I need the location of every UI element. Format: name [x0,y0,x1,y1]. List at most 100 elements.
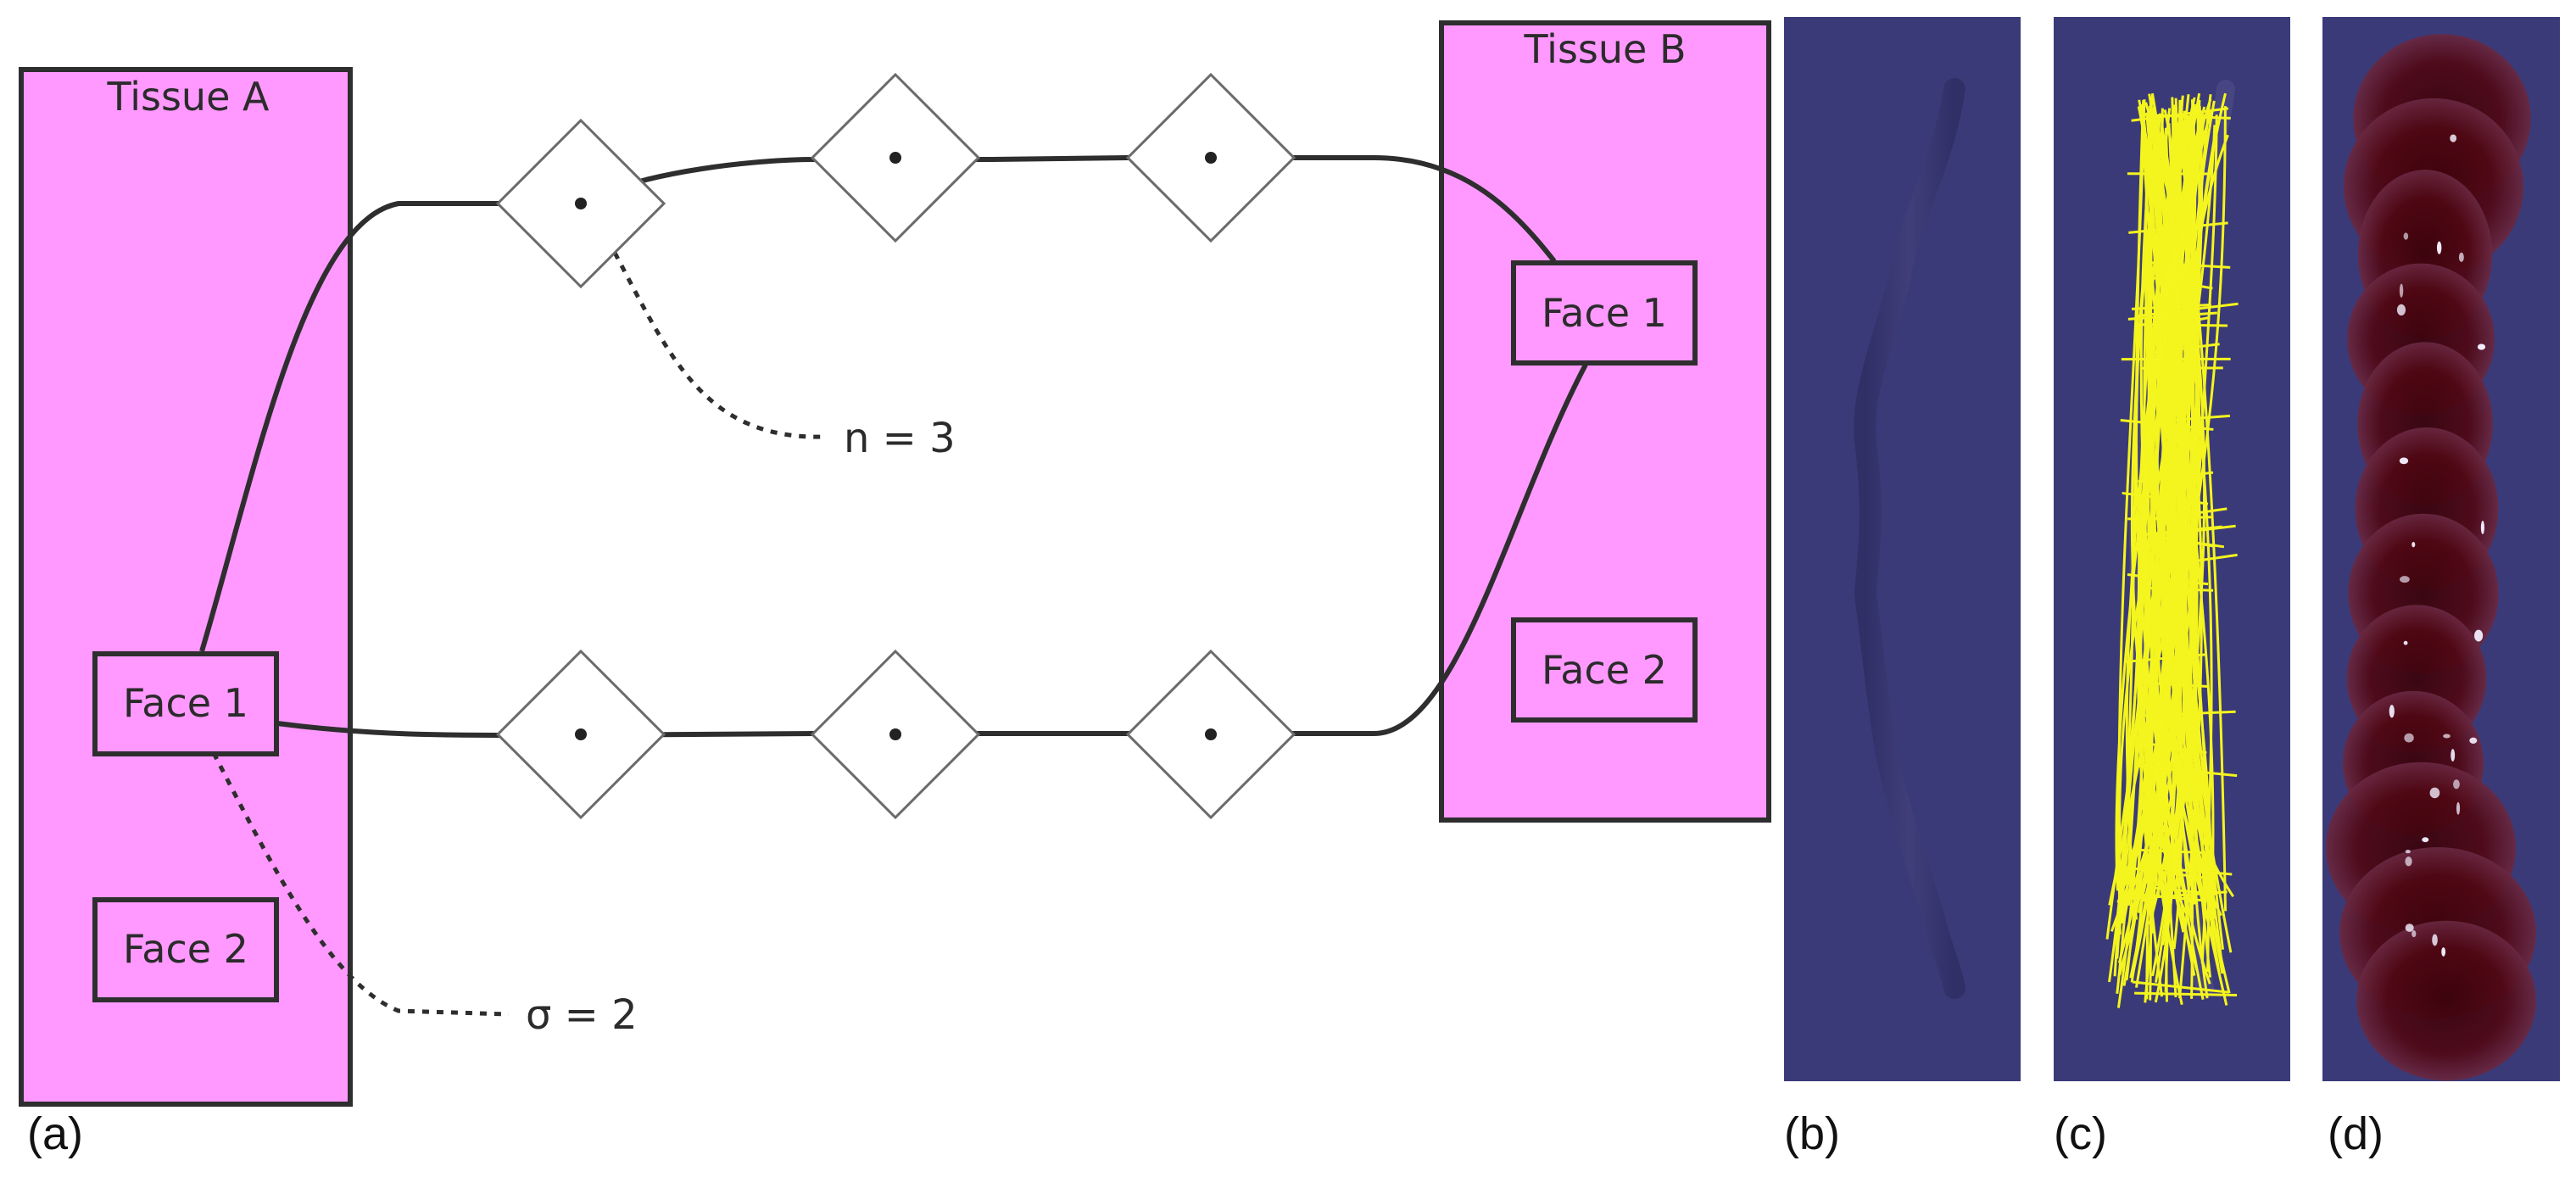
fiber-crossline [2144,710,2236,717]
tissue-b-face-1-box [1511,260,1698,366]
fiber-crossline [2145,260,2231,269]
highlight-specks [2389,134,2486,957]
tissue-a-face-1-label: Face 1 [123,680,248,726]
node-diamond [495,649,666,820]
fiber-crossline [2140,893,2210,903]
panel-b-tube [1854,78,1965,999]
node-diamond [810,72,981,243]
fiber-crossline [2144,316,2209,332]
highlight-speck [2405,924,2414,932]
caption-a: (a) [27,1108,83,1159]
highlight-speck [2412,542,2416,548]
fiber-crossline [2128,221,2228,234]
fiber-crossline [2120,419,2214,431]
highlight-speck [2405,857,2412,867]
highlight-speck [2399,457,2409,465]
fiber-line [2130,113,2199,971]
highlight-speck [2400,576,2410,583]
fiber-line [2117,94,2212,924]
tissue-b-face-2-box [1511,617,1698,723]
highlight-speck [2399,283,2404,298]
fiber-crossline [2149,414,2230,424]
highlight-speck [2443,734,2451,739]
fiber-crossline [2136,764,2238,778]
caption-b: (b) [1784,1108,1840,1159]
tissue-a-face-2-box [92,897,279,1002]
highlight-speck [2441,947,2446,957]
highlight-speck [2396,304,2406,316]
highlight-speck [2458,252,2464,262]
lower-fiber-path [276,363,1588,738]
fiber-crossline [2139,848,2206,855]
render-panel-d [2322,17,2560,1081]
n-annotation: n = 3 [844,415,956,462]
tissue-a-face-2-label: Face 2 [123,926,248,972]
highlight-speck [2436,241,2442,254]
caption-c: (c) [2054,1108,2107,1159]
render-panel-c [2054,17,2290,1081]
fiber-line [2148,105,2197,900]
fiber-line [2127,98,2180,907]
fiber-crossline [2121,865,2206,879]
highlight-speck [2404,733,2414,743]
n-leader-line [612,251,828,439]
fiber-crossline [2152,343,2220,354]
node-diamond [810,649,981,820]
fiber-crossline [2148,587,2214,592]
fiber-crossline [2124,653,2206,663]
tissue-b-face-2-label: Face 2 [1542,647,1667,693]
fiber-crossline [2122,491,2209,505]
fiber-line [2145,104,2178,934]
tissue-b-title: Tissue B [1523,26,1686,72]
highlight-speck [2474,629,2484,642]
fiber-crossline [2137,302,2239,318]
highlight-speck [2389,705,2395,718]
caption-d: (d) [2328,1108,2384,1159]
fiber-crossline [2131,303,2211,310]
fiber-crossline [2149,553,2238,569]
fiber-crossline [2150,507,2228,522]
sigma-leader-line [211,751,510,1017]
fiber-crossline [2142,525,2222,536]
fiber-line [2175,122,2228,912]
highlight-speck [2456,801,2461,815]
fiber-crossline [2139,113,2231,120]
volume-blob [2326,34,2536,1081]
fiber-crossline [2131,107,2229,122]
panel-b-background [1784,17,2021,1081]
sigma-annotation: σ = 2 [526,991,638,1039]
highlight-speck [2403,232,2409,240]
tissue-a-face-1-box [92,651,279,756]
upper-fiber-path [199,155,1557,652]
diagram-panel-a: Tissue A Tissue B n = 3 σ = 2 Face 1 Fac… [19,20,1771,1107]
highlight-speck [2451,749,2456,762]
fiber-crossline [2138,323,2228,327]
fiber-bundle [2105,92,2239,1008]
tissue-b-face-1-label: Face 1 [1542,290,1667,336]
fiber-crossline [2149,866,2233,876]
fiber-crossline [2127,311,2217,321]
highlight-speck [2469,737,2478,744]
node-diamond [1125,72,1296,243]
render-panel-b [1784,17,2021,1081]
fiber-crossline [2138,471,2214,483]
highlight-speck [2480,520,2485,534]
highlight-speck [2477,343,2486,350]
fiber-line [2194,114,2218,920]
node-diamond [495,118,666,289]
fiber-crossline [2132,980,2230,994]
highlight-speck [2403,640,2408,645]
node-diamond [1125,649,1296,820]
highlight-speck [2453,779,2460,790]
highlight-speck [2450,134,2457,142]
highlight-speck [2412,930,2417,938]
fiber-crossline [2151,682,2208,688]
highlight-speck [2422,837,2429,843]
fiber-crossline [2134,991,2238,997]
tissue-a-title: Tissue A [107,74,270,120]
fiber-line [2177,130,2215,891]
highlight-speck [2432,934,2438,946]
fiber-crossline [2142,741,2207,755]
fiber-crossline [2127,573,2209,586]
